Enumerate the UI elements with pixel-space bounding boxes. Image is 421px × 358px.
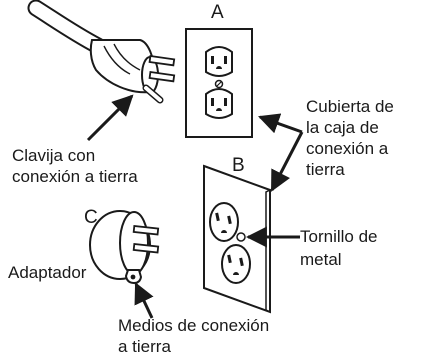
grounding-plug	[27, 0, 176, 104]
ground-means-label-line-1: Medios de conexión	[118, 316, 270, 335]
label-c: C	[84, 207, 98, 228]
cover-arrow-b	[270, 131, 304, 192]
leader-lines	[86, 94, 304, 319]
plug-label-line-2: conexión a tierra	[12, 167, 138, 186]
cover-label-line-3: conexión a	[306, 139, 389, 158]
plug-label-line-1: Clavija con	[12, 146, 96, 165]
screw-label-line-1: Tornillo de	[300, 227, 378, 246]
cover-arrow-a	[258, 113, 303, 134]
screw-label-line-2: metal	[300, 250, 342, 269]
cover-label-line-2: la caja de	[306, 118, 379, 137]
adapter-c	[89, 210, 160, 285]
outlet-b	[203, 164, 271, 314]
plug-arrow	[86, 94, 134, 142]
label-a: A	[211, 2, 224, 23]
ground-arrow	[134, 282, 154, 319]
label-b: B	[232, 155, 245, 176]
outlet-a	[185, 28, 253, 138]
adapter-label: Adaptador	[8, 263, 87, 282]
cover-label-line-4: tierra	[306, 160, 345, 179]
ground-means-label-line-2: a tierra	[118, 337, 171, 356]
cover-label-line-1: Cubierta de	[306, 97, 394, 116]
